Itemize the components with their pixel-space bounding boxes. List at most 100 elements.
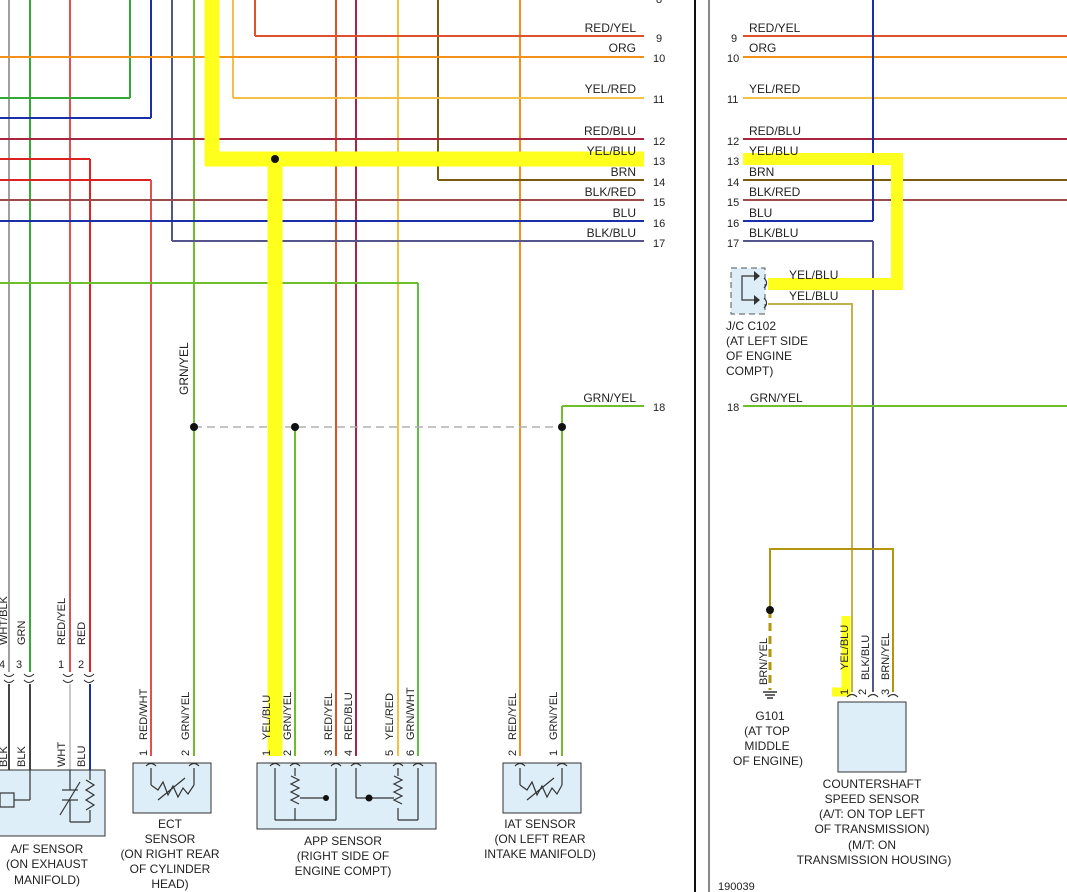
jc-label-2: YEL/BLU xyxy=(789,289,838,303)
g101-name: G101 xyxy=(755,709,785,723)
jc-c102: YEL/BLU YEL/BLU J/C C102 (AT LEFT SIDE O… xyxy=(726,267,838,378)
right-wire-label-9: RED/YEL xyxy=(749,21,801,35)
right-wire-label-15: BLK/RED xyxy=(749,185,801,199)
af-loc-1: (ON EXHAUST xyxy=(6,857,89,871)
app-pin-5: 5 xyxy=(384,750,396,756)
app-label-yel-red: YEL/RED xyxy=(384,693,396,740)
left-wire-num-18: 18 xyxy=(653,402,665,414)
css-label-yel-blu: YEL/BLU xyxy=(839,625,851,670)
af-pin-4: 4 xyxy=(0,659,5,671)
right-wire-label-10: ORG xyxy=(749,41,776,55)
app-sensor: YEL/BLU GRN/YEL RED/YEL RED/BLU YEL/RED … xyxy=(256,687,437,878)
right-wire-num-14: 14 xyxy=(727,177,739,189)
ect-pin-1: 1 xyxy=(138,750,150,756)
left-wire-num-15: 15 xyxy=(653,197,665,209)
jc-loc-3: COMPT) xyxy=(726,364,773,378)
right-wire-num-12: 12 xyxy=(727,136,739,148)
right-wire-label-17: BLK/BLU xyxy=(749,226,798,240)
css-loc-1: (A/T: ON TOP LEFT xyxy=(819,807,926,821)
iat-pin-2: 2 xyxy=(507,750,519,756)
left-wire-label-10: ORG xyxy=(609,41,636,55)
ect-label-grn-yel: GRN/YEL xyxy=(180,692,192,740)
left-vertical-wires xyxy=(8,0,521,756)
css-pin-2: 2 xyxy=(857,689,869,695)
jc-loc-1: (AT LEFT SIDE xyxy=(726,334,808,348)
app-pin-2: 2 xyxy=(282,750,294,756)
right-wire-label-11: YEL/RED xyxy=(749,82,801,96)
countershaft-speed-sensor: YEL/BLU BLK/BLU BRN/YEL 1 2 3 COUNTERSHA… xyxy=(797,625,952,867)
af-label-wht: WHT xyxy=(56,742,68,767)
left-wire-label-15: BLK/RED xyxy=(585,185,637,199)
app-label-grn-yel: GRN/YEL xyxy=(282,692,294,740)
left-wire-label-13: YEL/BLU xyxy=(587,144,636,158)
right-wire-num-18: 18 xyxy=(727,402,739,414)
left-wire-num-9: 9 xyxy=(656,33,662,45)
right-wire-label-13: YEL/BLU xyxy=(749,144,798,158)
right-wire-num-11: 11 xyxy=(727,94,738,106)
right-wire-label-18: GRN/YEL xyxy=(750,391,803,405)
right-wire-num-9: 9 xyxy=(731,33,737,45)
right-wire-num-10: 10 xyxy=(727,53,739,65)
left-wire-label-12: RED/BLU xyxy=(584,124,636,138)
af-pin-3: 3 xyxy=(16,659,22,671)
ect-loc-1: SENSOR xyxy=(145,832,196,846)
app-label-yel-blu: YEL/BLU xyxy=(261,695,273,740)
af-label-blu: BLU xyxy=(76,746,88,767)
right-horizontal-wires xyxy=(743,0,1067,692)
ect-pin-2: 2 xyxy=(180,750,192,756)
af-sensor: WHT/BLK GRN RED/YEL RED 4 3 1 2 BLK BLK … xyxy=(0,595,106,887)
ect-label-red-wht: RED/WHT xyxy=(138,688,150,740)
iat-pin-1: 1 xyxy=(548,750,560,756)
left-wire-labels: 8 RED/YEL 9 ORG 10 YEL/RED 11 RED/BLU 12… xyxy=(583,0,665,414)
iat-loc-2: INTAKE MANIFOLD) xyxy=(484,847,596,861)
css-loc-4: TRANSMISSION HOUSING) xyxy=(797,853,952,867)
figure-code: 190039 xyxy=(718,881,755,892)
af-label-grn: GRN xyxy=(16,621,28,646)
highlight-yel-blu-left xyxy=(204,0,644,756)
ect-loc-3: OF CYLINDER xyxy=(130,862,211,876)
app-loc-1: (RIGHT SIDE OF xyxy=(297,849,389,863)
right-wire-num-13: 13 xyxy=(727,156,739,168)
css-loc-3: (M/T: ON xyxy=(848,838,896,852)
iat-sensor: RED/YEL GRN/YEL 2 1 IAT SENSOR (ON LEFT … xyxy=(484,692,596,861)
css-name-1: COUNTERSHAFT xyxy=(823,777,922,791)
top-clip-label: 8 xyxy=(656,0,662,6)
af-label-red-yel: RED/YEL xyxy=(56,598,68,645)
left-horizontal-wires xyxy=(0,35,644,756)
css-pin-1: 1 xyxy=(839,689,851,695)
app-label-grn-wht: GRN/WHT xyxy=(405,687,417,740)
ect-loc-4: HEAD) xyxy=(151,877,188,891)
app-label-red-yel: RED/YEL xyxy=(323,693,335,740)
af-pin-1: 1 xyxy=(58,659,64,671)
left-wire-num-10: 10 xyxy=(653,53,665,65)
right-wire-label-16: BLU xyxy=(749,206,772,220)
g101-loc-1: (AT TOP xyxy=(744,724,790,738)
app-loc-2: ENGINE COMPT) xyxy=(295,864,392,878)
right-wire-label-12: RED/BLU xyxy=(749,124,801,138)
junction-dots xyxy=(190,155,566,431)
g101-wire-label: BRN/YEL xyxy=(758,638,770,685)
left-wire-num-16: 16 xyxy=(653,218,665,230)
app-pin-6: 6 xyxy=(405,750,417,756)
css-pin-3: 3 xyxy=(880,689,892,695)
app-name: APP SENSOR xyxy=(304,834,382,848)
af-label-red: RED xyxy=(76,622,88,645)
af-label-blk: BLK xyxy=(0,746,10,767)
left-wire-label-18: GRN/YEL xyxy=(583,391,636,405)
left-wire-num-13: 13 xyxy=(653,156,665,168)
af-loc-2: MANIFOLD) xyxy=(14,873,80,887)
left-wire-num-17: 17 xyxy=(653,238,665,250)
app-pin-4: 4 xyxy=(343,750,355,756)
left-wire-label-14: BRN xyxy=(611,165,636,179)
ect-name: ECT xyxy=(158,817,183,831)
g101-loc-3: OF ENGINE) xyxy=(733,754,803,768)
left-wire-num-12: 12 xyxy=(653,136,665,148)
highlight-yel-blu-right xyxy=(743,153,903,697)
right-wire-num-16: 16 xyxy=(727,218,739,230)
css-label-blk-blu: BLK/BLU xyxy=(860,635,872,680)
left-wire-label-11: YEL/RED xyxy=(585,82,637,96)
ect-sensor: RED/WHT GRN/YEL 1 2 ECT SENSOR (ON RIGHT… xyxy=(120,688,219,891)
g101-ground: BRN/YEL G101 (AT TOP MIDDLE OF ENGINE) xyxy=(733,606,803,768)
af-label-wht-blk: WHT/BLK xyxy=(0,595,10,645)
